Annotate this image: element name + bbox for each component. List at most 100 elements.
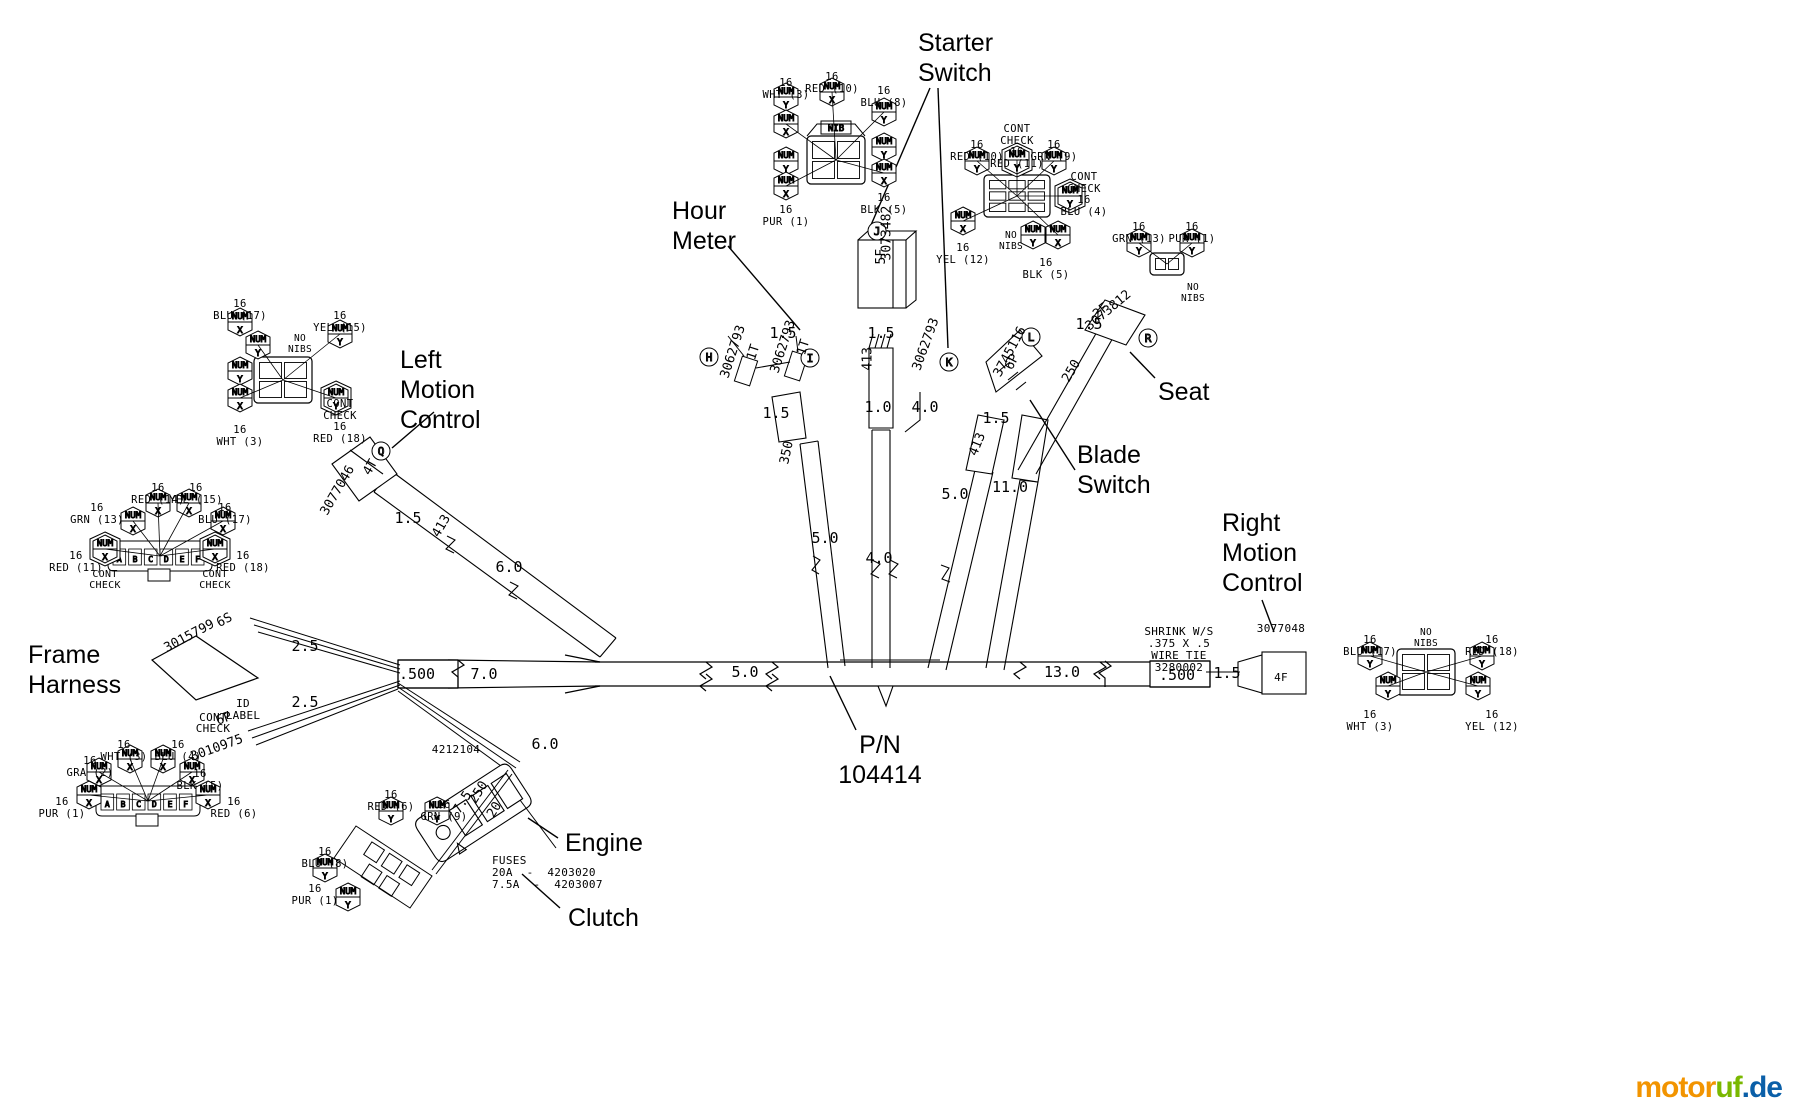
terminal-lead	[1425, 671, 1479, 687]
note-rmc-conn-label: 4F	[1274, 671, 1288, 684]
callout-left-motion-control: Left Motion Control	[400, 346, 481, 434]
watermark-part-c: .de	[1741, 1071, 1783, 1104]
terminal-lead	[147, 758, 164, 802]
svg-text:NUM: NUM	[778, 114, 795, 124]
terminal-lead	[835, 111, 885, 161]
wire-label-right-motion-control-connector-2: 16 WHT (3)	[1346, 709, 1394, 733]
callout-seat: Seat	[1158, 378, 1210, 406]
wire-label-upper-inline-block-4: 16 RED (11)	[49, 550, 103, 574]
svg-text:NUM: NUM	[1131, 233, 1148, 243]
dimension-6: 1.0	[864, 398, 892, 416]
wire-label-right-motion-control-connector-1: 16 RED (18)	[1465, 634, 1519, 658]
svg-text:Y: Y	[1189, 247, 1195, 257]
dimension-14: 2.5	[291, 637, 319, 655]
wire-label-fuse-3: 16 PUR (1)	[291, 883, 339, 907]
no-nibs-label: NO NIBS	[287, 333, 313, 355]
dimension-8: 1.5	[762, 404, 790, 422]
svg-text:Y: Y	[1067, 200, 1073, 210]
svg-text:NUM: NUM	[97, 539, 114, 549]
wire-label-upper-inline-block-2: 16 YEL (15)	[169, 482, 223, 506]
svg-text:Y: Y	[388, 815, 394, 825]
dimension-15: 2.5	[291, 693, 319, 711]
terminal-lead	[239, 379, 284, 399]
wire-label-hour-meter-connector-1: 16 RED (10)	[805, 71, 859, 95]
wire-label-upper-inline-block-1: 16 RED (14)	[131, 482, 185, 506]
callout-blade-switch: Blade Switch	[1077, 441, 1151, 499]
svg-text:NUM: NUM	[969, 151, 986, 161]
callout-hour-meter: Hour Meter	[672, 197, 736, 255]
cable-tag-1: .500	[1158, 666, 1196, 684]
svg-text:C: C	[148, 555, 153, 564]
svg-text:J: J	[874, 225, 881, 238]
svg-text:X: X	[960, 225, 966, 235]
terminal-lead	[159, 548, 216, 557]
dimension-0: 1.5	[769, 324, 797, 342]
svg-text:F: F	[183, 800, 188, 809]
svg-text:Y: Y	[1051, 165, 1057, 175]
svg-text:NUM: NUM	[824, 82, 841, 92]
part-tag-8: 413	[860, 347, 876, 371]
wire-label-upper-inline-block-5: 16 RED (18)	[216, 550, 270, 574]
wire-label-lower-inline-block-5: 16 RED (6)	[210, 796, 258, 820]
wire-label-hour-meter-connector-4: 16 PUR (1)	[762, 204, 810, 228]
svg-text:Y: Y	[1367, 660, 1373, 670]
no-nibs-label: NO NIBS	[1180, 282, 1206, 304]
wire-label-fuse-0: 16 RED (6)	[367, 789, 415, 813]
svg-text:NUM: NUM	[215, 511, 232, 521]
svg-text:X: X	[783, 190, 789, 200]
svg-text:Y: Y	[1385, 690, 1391, 700]
cont-check-note: CONT CHECK	[89, 569, 121, 591]
svg-text:NUM: NUM	[876, 102, 893, 112]
svg-text:I: I	[807, 352, 814, 365]
svg-text:NUM: NUM	[1025, 225, 1042, 235]
balloon-R: R	[1138, 328, 1158, 348]
svg-text:NUM: NUM	[1380, 676, 1397, 686]
cont-check-0: CONT CHECK	[195, 711, 231, 735]
note-seat-conn-pn: 3077048	[1256, 622, 1306, 635]
wire-label-starter-switch-connector-2: 16 GRN (9)	[1030, 139, 1078, 163]
dimension-7: 4.0	[911, 398, 939, 416]
main-part-number: P/N 104414	[838, 731, 922, 789]
dimension-3: 1.5	[394, 509, 422, 527]
terminal-lead	[831, 91, 837, 161]
svg-text:NUM: NUM	[778, 176, 795, 186]
svg-text:NUM: NUM	[778, 151, 795, 161]
num-terminal-fuse-0-0: NUM Y	[378, 796, 404, 826]
svg-text:NUM: NUM	[1046, 151, 1063, 161]
dimension-2: 1.5	[1075, 315, 1103, 333]
terminal-lead	[129, 758, 149, 802]
svg-text:Y: Y	[1136, 247, 1142, 257]
wire-label-fuse-1: 16 GRN (9)	[420, 799, 468, 823]
svg-text:NUM: NUM	[1184, 233, 1201, 243]
svg-text:NUM: NUM	[150, 493, 167, 503]
dimension-19: 6.0	[531, 735, 559, 753]
svg-text:NUM: NUM	[232, 361, 249, 371]
note-fuses-note: FUSES 20A - 4203020 7.5A - 4203007	[492, 854, 603, 891]
wire-label-lower-inline-block-1: 16 WHT (3)	[100, 739, 148, 763]
svg-text:X: X	[130, 525, 136, 535]
svg-text:R: R	[1145, 332, 1152, 345]
balloon-I: I	[800, 348, 820, 368]
svg-text:D: D	[164, 555, 169, 564]
svg-text:NUM: NUM	[383, 801, 400, 811]
terminal-lead	[157, 502, 161, 557]
terminal-lead	[1016, 160, 1055, 197]
wire-label-upper-inline-block-0: 16 GRN (13)	[70, 502, 124, 526]
terminal-lead	[835, 159, 885, 174]
callout-starter-switch: Starter Switch	[918, 29, 994, 87]
callout-right-motion-control: Right Motion Control	[1222, 509, 1303, 597]
svg-text:NIB: NIB	[828, 124, 844, 134]
svg-text:Y: Y	[255, 349, 261, 359]
terminal-lead	[962, 195, 1018, 222]
wire-label-seat-connector-1: 16 PUR (1)	[1168, 221, 1216, 245]
svg-text:NUM: NUM	[207, 539, 224, 549]
terminal-lead	[104, 548, 161, 557]
svg-text:NUM: NUM	[81, 785, 98, 795]
terminal-lead	[147, 771, 193, 802]
svg-text:E: E	[180, 555, 185, 564]
svg-text:NUM: NUM	[955, 211, 972, 221]
